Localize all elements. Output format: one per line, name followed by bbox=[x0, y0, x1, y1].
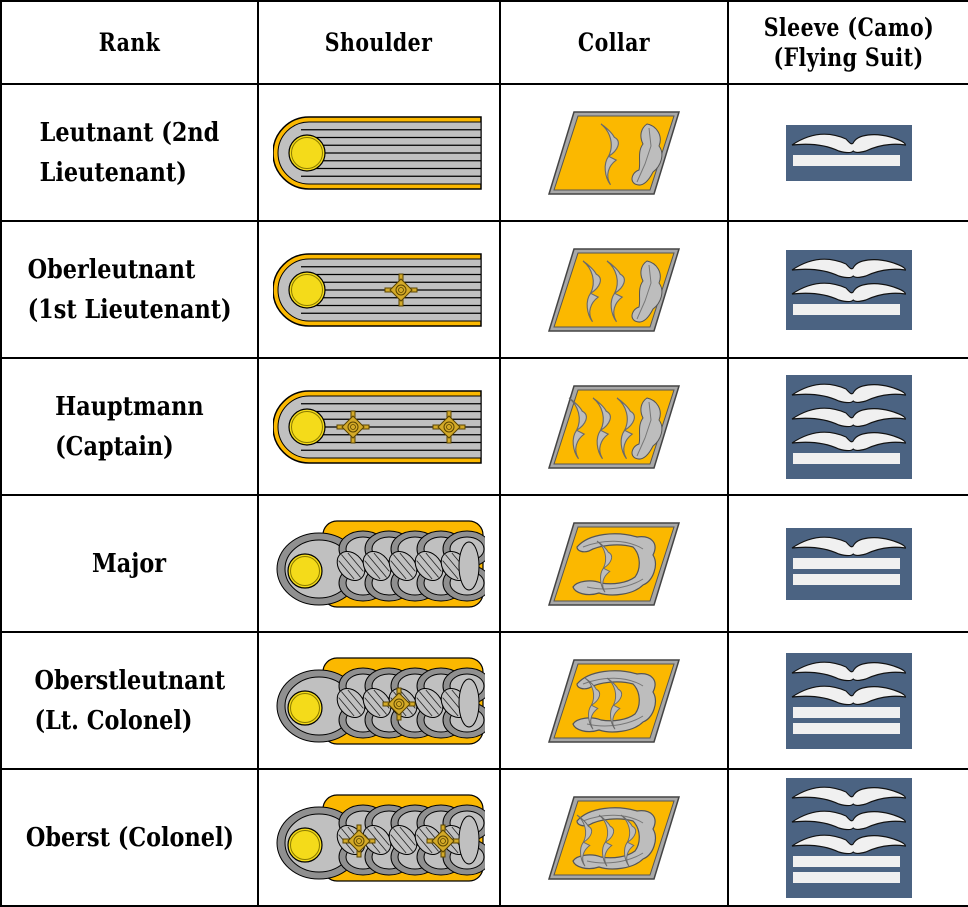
bar-icon bbox=[792, 706, 900, 718]
collar-cell bbox=[499, 494, 729, 633]
shoulder-board-icon bbox=[273, 389, 482, 464]
bar-icon bbox=[792, 722, 900, 734]
rank-row: Oberleutnant (1st Lieutenant) bbox=[0, 220, 968, 359]
collar-cell bbox=[499, 357, 729, 496]
shoulder-board-icon bbox=[276, 519, 485, 608]
shoulder-board-icon bbox=[276, 793, 485, 882]
bar-icon bbox=[792, 573, 900, 585]
collar-cell bbox=[499, 83, 729, 222]
bar-icon bbox=[792, 452, 900, 464]
rank-cell: Major bbox=[0, 494, 259, 633]
collar-cell bbox=[499, 631, 729, 770]
shoulder-cell bbox=[257, 83, 501, 222]
sleeve-cell bbox=[727, 83, 968, 222]
header-shoulder: Shoulder bbox=[257, 0, 501, 85]
sleeve-cell bbox=[727, 220, 968, 359]
sleeve-cell bbox=[727, 357, 968, 496]
rank-line-1: Leutnant (2nd bbox=[39, 117, 220, 148]
bar-icon bbox=[792, 557, 900, 569]
collar-patch-icon bbox=[547, 521, 681, 606]
rank-row: Oberstleutnant (Lt. Colonel) bbox=[0, 631, 968, 770]
sleeve-cell bbox=[727, 631, 968, 770]
rank-line-1: Hauptmann bbox=[55, 391, 204, 422]
bar-icon bbox=[792, 871, 900, 883]
rank-cell: Oberleutnant (1st Lieutenant) bbox=[0, 220, 259, 359]
shoulder-cell bbox=[257, 768, 501, 907]
rank-name: Oberleutnant (1st Lieutenant) bbox=[27, 250, 231, 330]
rank-line-2: (Captain) bbox=[55, 431, 174, 462]
rank-name: Hauptmann (Captain) bbox=[55, 387, 203, 467]
collar-patch-icon bbox=[547, 247, 681, 332]
rank-row: Major bbox=[0, 494, 968, 633]
shoulder-board-icon bbox=[273, 252, 482, 327]
shoulder-cell bbox=[257, 494, 501, 633]
shoulder-cell bbox=[257, 220, 501, 359]
bar-icon bbox=[792, 855, 900, 867]
collar-patch-icon bbox=[547, 795, 681, 880]
collar-patch-icon bbox=[547, 110, 681, 195]
header-collar: Collar bbox=[499, 0, 729, 85]
rank-row: Oberst (Colonel) bbox=[0, 768, 968, 907]
rank-name: Major bbox=[92, 544, 166, 584]
collar-patch-icon bbox=[547, 384, 681, 469]
rank-cell: Hauptmann (Captain) bbox=[0, 357, 259, 496]
collar-cell bbox=[499, 220, 729, 359]
collar-cell bbox=[499, 768, 729, 907]
rank-line-2: (1st Lieutenant) bbox=[27, 294, 232, 325]
rank-line-1: Oberst (Colonel) bbox=[25, 822, 234, 853]
rank-row: Hauptmann (Captain) bbox=[0, 357, 968, 496]
sleeve-patch-icon bbox=[785, 124, 912, 181]
bar-icon bbox=[792, 154, 900, 166]
sleeve-cell bbox=[727, 768, 968, 907]
rank-line-1: Major bbox=[92, 548, 167, 579]
rank-cell: Oberst (Colonel) bbox=[0, 768, 259, 907]
rank-name: Oberst (Colonel) bbox=[25, 818, 233, 858]
rank-line-2: Lieutenant) bbox=[39, 157, 187, 188]
sleeve-patch-icon bbox=[785, 527, 912, 600]
shoulder-cell bbox=[257, 631, 501, 770]
sleeve-cell bbox=[727, 494, 968, 633]
collar-patch-icon bbox=[547, 658, 681, 743]
sleeve-patch-icon bbox=[785, 249, 912, 330]
rank-name: Oberstleutnant (Lt. Colonel) bbox=[34, 661, 225, 741]
header-rank: Rank bbox=[0, 0, 259, 85]
header-sleeve: Sleeve (Camo) (Flying Suit) bbox=[727, 0, 968, 85]
sleeve-patch-icon bbox=[785, 652, 912, 749]
sleeve-patch-icon bbox=[785, 777, 912, 898]
shoulder-board-icon bbox=[273, 115, 482, 190]
rank-line-2: (Lt. Colonel) bbox=[34, 705, 193, 736]
rank-line-1: Oberleutnant bbox=[27, 254, 196, 285]
rank-line-1: Oberstleutnant bbox=[34, 665, 225, 696]
rank-cell: Oberstleutnant (Lt. Colonel) bbox=[0, 631, 259, 770]
header-row: Rank Shoulder Collar Sleeve (Camo) (Flyi… bbox=[0, 0, 968, 85]
shoulder-cell bbox=[257, 357, 501, 496]
sleeve-patch-icon bbox=[785, 374, 912, 479]
shoulder-board-icon bbox=[276, 656, 485, 745]
bar-icon bbox=[792, 303, 900, 315]
